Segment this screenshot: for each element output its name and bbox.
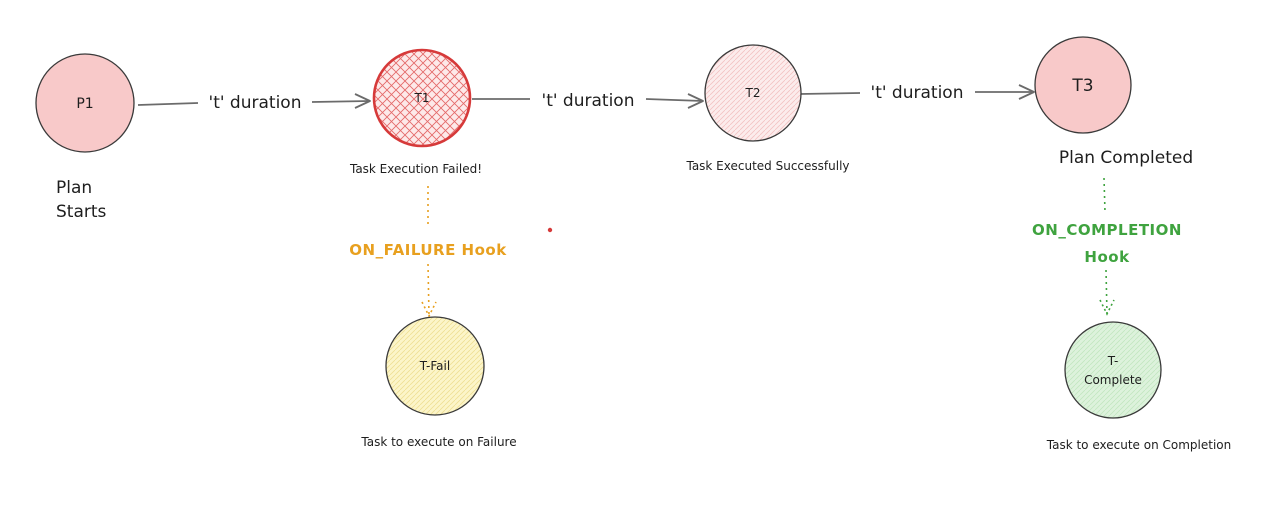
edge-p1-t1: 't' duration — [137, 93, 371, 113]
node-t3-circle — [1034, 36, 1132, 134]
hook-edge-on-failure: ON_FAILURE Hook — [349, 186, 507, 318]
node-t3: T3 — [1034, 36, 1132, 134]
edge-t1-t2-line-2 — [645, 98, 704, 102]
edge-t2-t3-line — [799, 92, 861, 95]
node-t2-caption: Task Executed Successfully — [685, 159, 849, 173]
node-t2-label: T2 — [745, 86, 761, 100]
node-t-complete-circle — [1064, 321, 1162, 419]
node-p1-circle — [35, 53, 135, 153]
node-t3-caption: Plan Completed — [1059, 148, 1193, 168]
on-failure-dotted-line-2 — [427, 263, 430, 317]
stray-dot — [547, 227, 553, 233]
arrowhead-icon — [1018, 84, 1035, 100]
edge-label-p1-t1: 't' duration — [209, 93, 302, 113]
edge-t1-t2: 't' duration — [472, 91, 704, 111]
hook-label-on-completion-line2: Hook — [1084, 248, 1130, 266]
edge-label-t1-t2: 't' duration — [542, 91, 635, 111]
node-t-fail-caption: Task to execute on Failure — [360, 435, 516, 449]
edge-label-t2-t3: 't' duration — [871, 83, 964, 103]
edge-p1-t1-line — [137, 102, 199, 106]
edge-p1-t1-line-2 — [311, 100, 371, 103]
node-t1-label: T1 — [414, 91, 430, 105]
node-t3-label: T3 — [1071, 76, 1093, 96]
node-t-complete-caption: Task to execute on Completion — [1046, 438, 1231, 452]
node-p1: P1 — [35, 53, 135, 153]
node-t2: T2 — [704, 44, 802, 142]
hook-edge-on-completion: ON_COMPLETION Hook — [1032, 177, 1182, 316]
node-t1-caption: Task Execution Failed! — [349, 162, 482, 176]
node-p1-caption-line1: Plan — [56, 178, 92, 198]
node-t1: T1 — [372, 48, 472, 148]
arrowhead-icon — [354, 93, 371, 109]
arrowhead-icon — [1099, 299, 1115, 316]
node-t-fail-label: T-Fail — [419, 359, 450, 373]
node-t-complete-label-line2: Complete — [1084, 373, 1142, 387]
on-completion-dotted-line — [1103, 177, 1106, 213]
on-completion-dotted-line-2 — [1105, 269, 1108, 315]
arrowhead-icon — [687, 93, 704, 109]
node-t-complete-label-line1: T- — [1107, 354, 1119, 368]
hook-label-on-completion-line1: ON_COMPLETION — [1032, 221, 1182, 239]
node-t1-circle — [372, 48, 472, 148]
node-p1-caption-line2: Starts — [56, 202, 107, 222]
node-p1-label: P1 — [76, 96, 93, 112]
edge-t2-t3: 't' duration — [799, 83, 1035, 103]
node-t-complete: T- Complete — [1064, 321, 1162, 419]
node-t-fail-circle — [385, 316, 485, 416]
node-t-fail: T-Fail — [385, 316, 485, 416]
arrowhead-icon — [421, 301, 437, 318]
hook-label-on-failure: ON_FAILURE Hook — [349, 241, 507, 259]
node-t2-circle — [704, 44, 802, 142]
